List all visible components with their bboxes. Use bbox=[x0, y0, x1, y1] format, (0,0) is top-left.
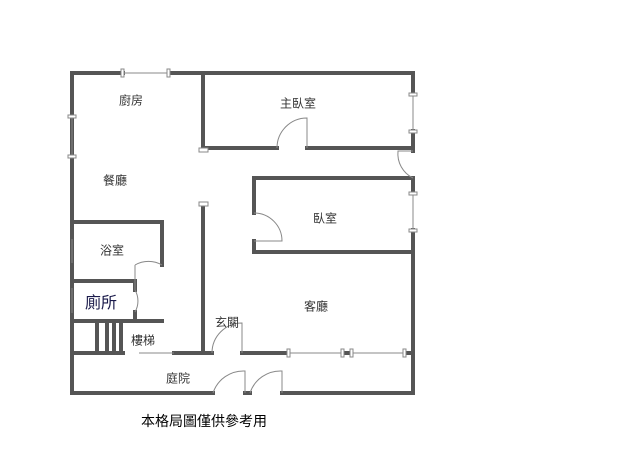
room-label-master-bedroom: 主臥室 bbox=[279, 96, 317, 111]
windows bbox=[67, 68, 418, 358]
room-label-toilet: 廁所 bbox=[84, 293, 118, 312]
room-label-stairs: 樓梯 bbox=[130, 333, 156, 348]
room-label-kitchen: 廚房 bbox=[118, 93, 144, 108]
room-label-courtyard: 庭院 bbox=[165, 371, 191, 386]
room-label-dining: 餐廳 bbox=[102, 173, 128, 188]
room-label-entrance: 玄關 bbox=[214, 315, 240, 330]
room-label-bedroom: 臥室 bbox=[312, 211, 338, 226]
disclaimer-caption: 本格局圖僅供參考用 bbox=[141, 414, 267, 430]
doors bbox=[134, 117, 414, 394]
room-label-living: 客廳 bbox=[303, 299, 329, 314]
room-label-bathroom: 浴室 bbox=[99, 243, 125, 258]
